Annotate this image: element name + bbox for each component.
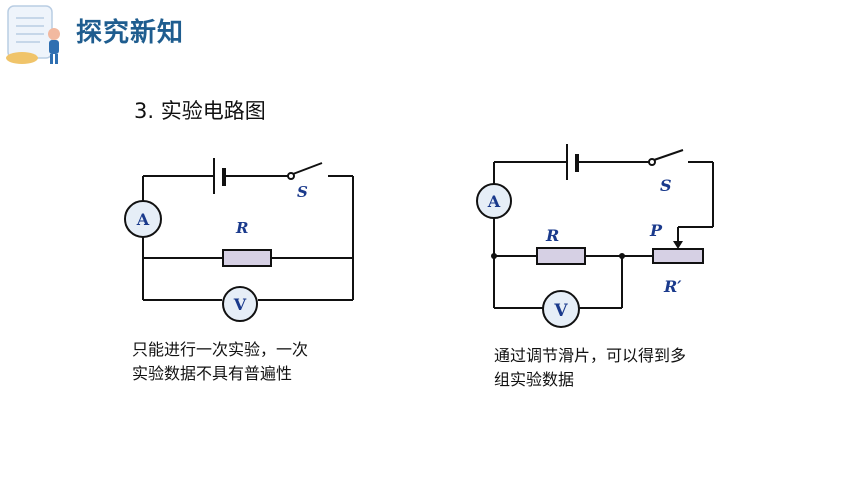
slider-label: P <box>649 221 663 240</box>
resistor-2-label: R <box>545 226 559 245</box>
voltmeter-1 <box>222 286 258 322</box>
switch-blade <box>653 149 684 161</box>
ammeter-2-label: A <box>487 192 501 211</box>
switch-blade <box>292 162 323 175</box>
junction-dot-right <box>619 253 625 259</box>
switch-pivot <box>287 172 295 180</box>
circuit-1-note-line2: 实验数据不具有普遍性 <box>132 364 293 383</box>
page-title: 探究新知 <box>76 18 185 48</box>
switch-1-label: S <box>297 183 308 201</box>
resistor-1 <box>222 249 272 267</box>
resistor-1-label: R <box>235 219 248 237</box>
ammeter-1-label: A <box>136 210 150 229</box>
switch-2-label: S <box>660 176 672 195</box>
slider-arrow <box>673 241 683 249</box>
circuit-1 <box>142 158 354 301</box>
voltmeter-1-label: V <box>233 295 247 314</box>
section-title: 3. 实验电路图 <box>134 99 266 123</box>
circuit-2-note-line2: 组实验数据 <box>494 370 575 389</box>
scroll-logo-icon <box>6 5 60 64</box>
junction-dot-left <box>491 253 497 259</box>
voltmeter-2-label: V <box>553 301 568 321</box>
ammeter-2 <box>476 183 512 219</box>
ammeter-1 <box>124 200 162 238</box>
circuit-1-note-line1: 只能进行一次实验，一次 <box>132 340 309 359</box>
voltmeter-2 <box>542 290 580 328</box>
circuit-2-note: 通过调节滑片，可以得到多 组实验数据 <box>494 344 764 392</box>
circuit-2-note-line1: 通过调节滑片，可以得到多 <box>494 346 687 365</box>
switch-pivot <box>648 158 656 166</box>
rheostat-label: R′ <box>663 277 682 296</box>
rheostat <box>652 248 704 264</box>
circuit-1-note: 只能进行一次实验，一次 实验数据不具有普遍性 <box>132 338 382 386</box>
header: 探究新知 <box>0 0 300 70</box>
resistor-2 <box>536 247 586 265</box>
